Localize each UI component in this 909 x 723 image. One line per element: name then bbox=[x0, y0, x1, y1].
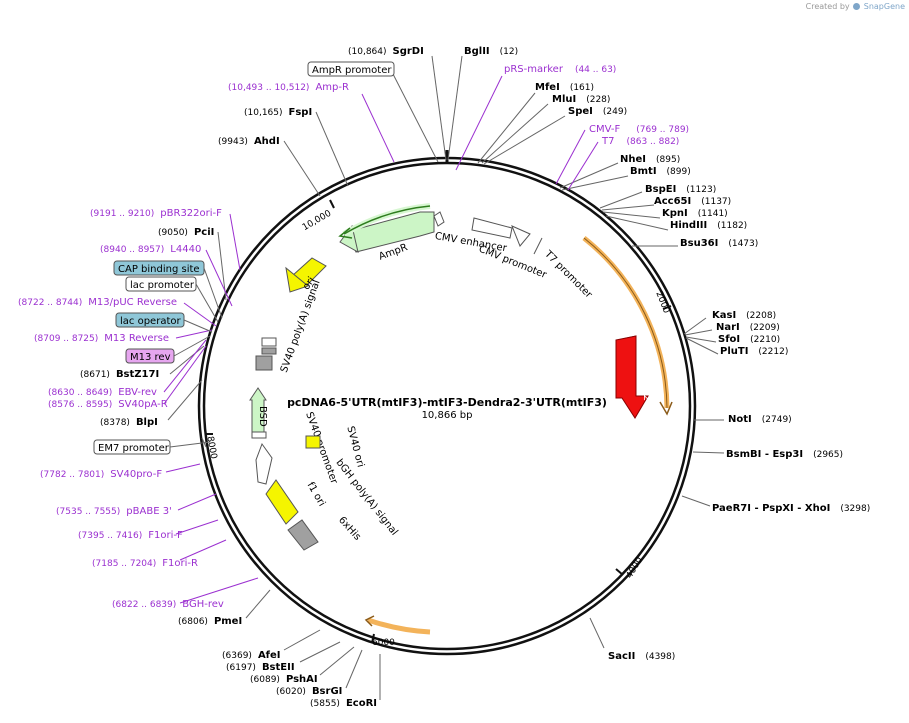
lac-promoter-box: lac promoter bbox=[125, 276, 197, 292]
site-sacii: SacII(4398) bbox=[608, 651, 675, 662]
scale-ticks: 10,000 2000 4000 6000 8000 bbox=[204, 199, 672, 648]
em7-promoter-box: EM7 promoter bbox=[93, 439, 171, 455]
primer-ebv-rev: (8630 .. 8649)EBV-rev bbox=[48, 387, 157, 398]
site-nhei: NheI(895) bbox=[620, 154, 680, 165]
boxed-labels: AmpR promoter CAP binding site lac promo… bbox=[93, 61, 395, 455]
site-pcii: (9050)PciI bbox=[158, 227, 214, 238]
site-spei: SpeI(249) bbox=[568, 106, 627, 117]
site-bmti: BmtI(899) bbox=[630, 166, 691, 177]
primer-f1ori-r: (7185 .. 7204)F1ori-R bbox=[92, 558, 198, 569]
site-fspi: (10,165)FspI bbox=[244, 107, 312, 118]
snapgene-credit: Created by SnapGene bbox=[806, 2, 905, 11]
his6-label: 6xHis bbox=[336, 515, 363, 543]
lac-operator-box: lac operator bbox=[115, 312, 185, 328]
credit-brand: SnapGene bbox=[863, 2, 905, 11]
site-leader-lines bbox=[167, 55, 725, 700]
primer-f1ori-f: (7395 .. 7416)F1ori-F bbox=[78, 530, 183, 541]
sv40-ori-label: SV40 ori bbox=[344, 425, 366, 469]
primer-amp-r: (10,493 .. 10,512)Amp-R bbox=[228, 82, 349, 93]
site-bglii: BglII(12) bbox=[464, 46, 518, 57]
cap-site-box: CAP binding site bbox=[113, 260, 205, 276]
site-bsu36i: Bsu36I(1473) bbox=[680, 238, 758, 249]
primer-l4440: (8940 .. 8957)L4440 bbox=[100, 244, 201, 255]
primer-m13-reverse: (8709 .. 8725)M13 Reverse bbox=[34, 333, 169, 344]
plasmid-size: 10,866 bp bbox=[422, 410, 473, 421]
primers: pRS-marker(44 .. 63) CMV-F(769 .. 789) T… bbox=[18, 64, 689, 610]
cmv-enhancer-feature: CMV enhancer CMV promoter bbox=[434, 217, 549, 282]
site-ecori: (5855)EcoRI bbox=[310, 698, 377, 709]
site-pshai: (6089)PshAI bbox=[250, 674, 318, 685]
site-blpi: (8378)BlpI bbox=[100, 417, 158, 428]
ampr-feature: AmpR bbox=[339, 211, 435, 263]
bsd-label: BSD bbox=[257, 406, 268, 427]
primer-sv40pro-f: (7782 .. 7801)SV40pro-F bbox=[40, 469, 162, 480]
site-nari: NarI(2209) bbox=[716, 322, 780, 333]
orf-arc-right bbox=[582, 236, 673, 416]
site-mlui: MluI(228) bbox=[552, 94, 610, 105]
site-sgrdi: (10,864)SgrDI bbox=[348, 46, 424, 57]
primer-bgh-rev: (6822 .. 6839)BGH-rev bbox=[112, 599, 224, 610]
site-bsteii: (6197)BstEII bbox=[226, 662, 295, 673]
ampr-promoter-feature bbox=[433, 211, 445, 227]
site-acc65i: Acc65I(1137) bbox=[654, 196, 731, 207]
f1-ori-feature: f1 ori bbox=[265, 479, 328, 525]
m13-rev-box: M13 rev bbox=[125, 348, 175, 364]
primer-m13-puc-reverse: (8722 .. 8744)M13/pUC Reverse bbox=[18, 297, 177, 308]
primer-cmv-f: CMV-F(769 .. 789) bbox=[589, 124, 689, 135]
site-ahdi: (9943)AhdI bbox=[218, 136, 280, 147]
site-bspei: BspEI(1123) bbox=[645, 184, 716, 195]
sv40-polya-label: SV40 poly(A) signal bbox=[279, 279, 323, 375]
lac-operator-box-label: lac operator bbox=[120, 316, 181, 327]
site-mfei: MfeI(161) bbox=[535, 82, 594, 93]
plasmid-title: pcDNA6-5'UTR(mtIF3)-mtIF3-Dendra2-3'UTR(… bbox=[287, 396, 607, 409]
site-kpni: KpnI(1141) bbox=[662, 208, 728, 219]
tick-label-6000: 6000 bbox=[372, 638, 395, 648]
boxed-leader-lines bbox=[169, 267, 223, 448]
em7-promoter-box-label: EM7 promoter bbox=[98, 443, 170, 454]
lac-promoter-box-label: lac promoter bbox=[130, 280, 195, 291]
restriction-sites: (10,864)SgrDI BglII(12) MfeI(161) MluI(2… bbox=[80, 46, 870, 709]
ampr-promoter-box: AmpR promoter bbox=[307, 61, 395, 77]
f1-ori-label: f1 ori bbox=[305, 480, 328, 508]
site-bsrgi: (6020)BsrGI bbox=[276, 686, 342, 697]
site-bsmbi: BsmBI - Esp3I(2965) bbox=[726, 449, 843, 460]
ampr-promoter-box-label: AmpR promoter bbox=[312, 65, 392, 76]
ori-feature: ori bbox=[285, 257, 327, 293]
site-paer7i: PaeR7I - PspXI - XhoI(3298) bbox=[712, 503, 870, 514]
snapgene-logo-icon bbox=[853, 3, 861, 10]
site-noti: NotI(2749) bbox=[728, 414, 792, 425]
dendra2-label: Dendra2 bbox=[641, 358, 652, 401]
credit-prefix: Created by bbox=[805, 2, 850, 11]
site-bstz17i: (8671)BstZ17I bbox=[80, 369, 159, 380]
t7-promoter-label: T7 promoter bbox=[542, 248, 595, 301]
sv40-polya-feature: SV40 poly(A) signal bbox=[255, 279, 323, 375]
site-sfoi: SfoI(2210) bbox=[718, 334, 780, 345]
m13-rev-box-label: M13 rev bbox=[130, 352, 171, 363]
site-kasi: KasI(2208) bbox=[712, 310, 776, 321]
primer-pbr322ori-f: (9191 .. 9210)pBR322ori-F bbox=[90, 208, 222, 219]
site-hindiii: HindIII(1182) bbox=[670, 220, 747, 231]
primer-sv40pa-r: (8576 .. 8595)SV40pA-R bbox=[48, 399, 168, 410]
site-pluti: PluTI(2212) bbox=[720, 346, 788, 357]
primer-pbabe-3: (7535 .. 7555)pBABE 3' bbox=[56, 506, 172, 517]
site-pmei: (6806)PmeI bbox=[178, 616, 242, 627]
primer-leader-lines bbox=[163, 75, 599, 604]
cap-site-box-label: CAP binding site bbox=[118, 264, 200, 275]
tick-label-10000: 10,000 bbox=[301, 209, 334, 234]
bgh-polya-feature: bGH poly(A) signal 6xHis bbox=[287, 457, 400, 551]
dendra2-feature: Dendra2 bbox=[615, 335, 652, 419]
orf-arc-bottom bbox=[364, 615, 431, 635]
cmv-promoter-label: CMV promoter bbox=[477, 244, 549, 282]
site-afei: (6369)AfeI bbox=[222, 650, 281, 661]
primer-prs-marker: pRS-marker(44 .. 63) bbox=[504, 64, 616, 75]
tick-label-8000: 8000 bbox=[204, 436, 218, 461]
ampr-arc bbox=[338, 203, 431, 239]
primer-t7: T7(863 .. 882) bbox=[601, 136, 679, 147]
bsd-feature: BSD bbox=[249, 387, 268, 439]
